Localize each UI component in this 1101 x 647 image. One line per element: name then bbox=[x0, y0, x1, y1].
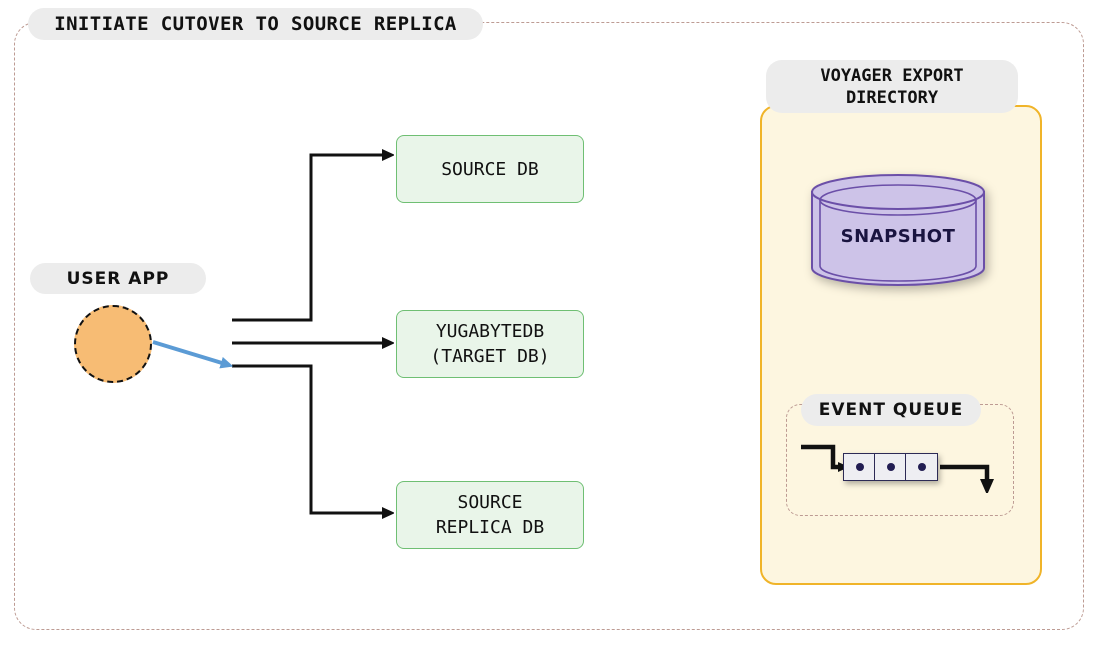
queue-event-dot-icon bbox=[917, 463, 926, 471]
voyager-label-line-2: DIRECTORY bbox=[845, 87, 939, 108]
diagram-title-badge: INITIATE CUTOVER TO SOURCE REPLICA bbox=[28, 8, 483, 40]
snapshot-cylinder: SNAPSHOT bbox=[810, 174, 986, 286]
target-db-label-line-1: YUGABYTEDB bbox=[435, 321, 545, 342]
user-app-label: USER APP bbox=[30, 263, 206, 294]
source-replica-db-label-line-1: SOURCE bbox=[457, 492, 523, 513]
source-db-label: SOURCE DB bbox=[441, 158, 539, 180]
source-db-box: SOURCE DB bbox=[396, 135, 584, 203]
event-queue-cells bbox=[843, 453, 939, 481]
source-replica-db-box: SOURCE REPLICA DB bbox=[396, 481, 584, 549]
target-db-box: YUGABYTEDB (TARGET DB) bbox=[396, 310, 584, 378]
queue-cell bbox=[874, 453, 908, 481]
queue-event-dot-icon bbox=[886, 463, 895, 471]
queue-cell bbox=[905, 453, 939, 481]
queue-event-dot-icon bbox=[855, 463, 864, 471]
source-replica-db-label-line-2: REPLICA DB bbox=[435, 517, 545, 538]
outer-frame bbox=[14, 22, 1084, 630]
user-app-node bbox=[74, 305, 152, 383]
queue-cell bbox=[843, 453, 876, 481]
event-queue-label: EVENT QUEUE bbox=[801, 394, 981, 426]
target-db-label-line-2: (TARGET DB) bbox=[430, 346, 550, 367]
voyager-export-directory-label: VOYAGER EXPORT DIRECTORY bbox=[766, 60, 1018, 113]
voyager-label-line-1: VOYAGER EXPORT bbox=[820, 65, 964, 86]
